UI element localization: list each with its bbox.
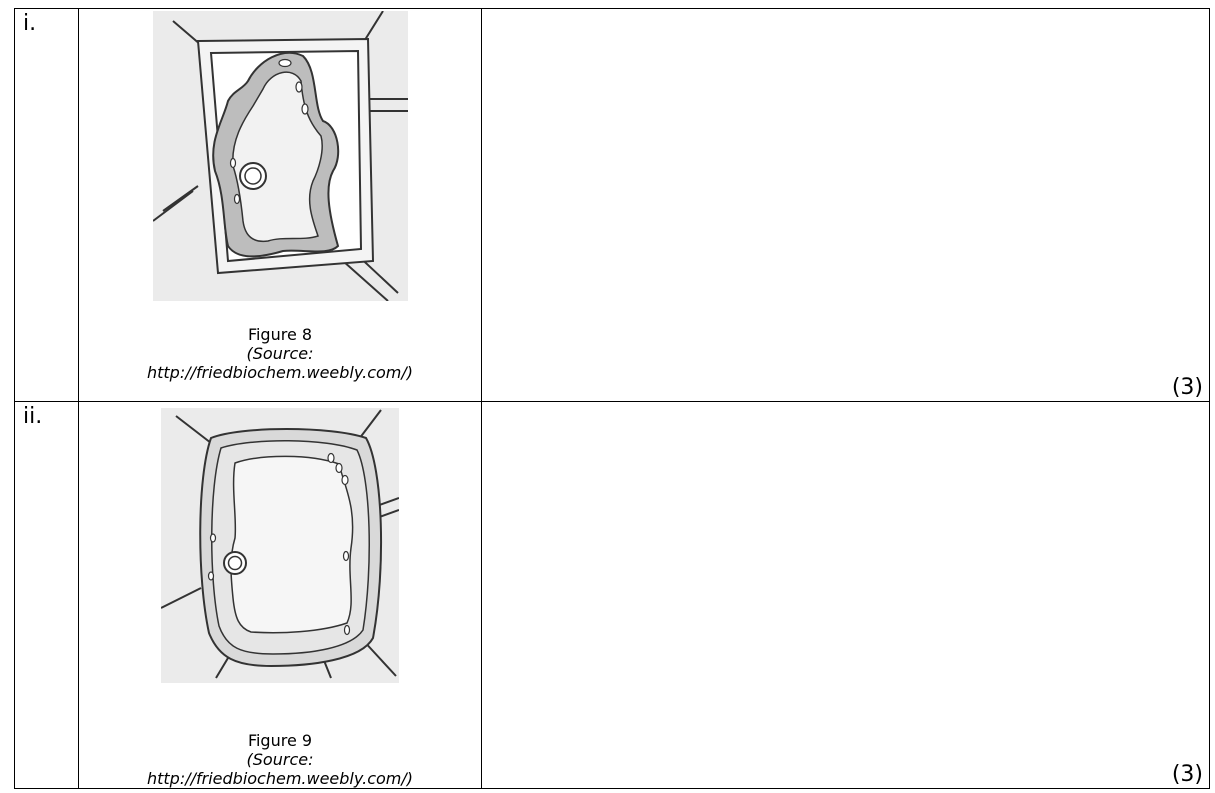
figure-source-url: http://friedbiochem.weebly.com/) [79, 769, 481, 788]
figure-caption: Figure 8 (Source: http://friedbiochem.we… [79, 325, 481, 382]
figure-cell: Figure 8 (Source: http://friedbiochem.we… [79, 9, 482, 402]
row-label-cell: ii. [15, 402, 79, 789]
answer-cell[interactable]: (3) [482, 402, 1210, 789]
figure-source-url: http://friedbiochem.weebly.com/) [79, 363, 481, 382]
row-label-cell: i. [15, 9, 79, 402]
figure-title: Figure 8 [79, 325, 481, 344]
question-table: i. [14, 8, 1210, 789]
table-row: i. [15, 9, 1210, 402]
plasmolysed-cell-diagram [153, 11, 408, 301]
figure-title: Figure 9 [79, 731, 481, 750]
marks-label: (3) [1172, 377, 1203, 399]
figure-cell: Figure 9 (Source: http://friedbiochem.we… [79, 402, 482, 789]
turgid-cell-diagram [161, 408, 399, 683]
answer-cell[interactable]: (3) [482, 9, 1210, 402]
row-label: i. [15, 9, 78, 35]
table-row: ii. [15, 402, 1210, 789]
figure-source-label: (Source: [79, 750, 481, 769]
marks-label: (3) [1172, 764, 1203, 786]
figure-caption: Figure 9 (Source: http://friedbiochem.we… [79, 731, 481, 788]
row-label: ii. [15, 402, 78, 428]
figure-source-label: (Source: [79, 344, 481, 363]
